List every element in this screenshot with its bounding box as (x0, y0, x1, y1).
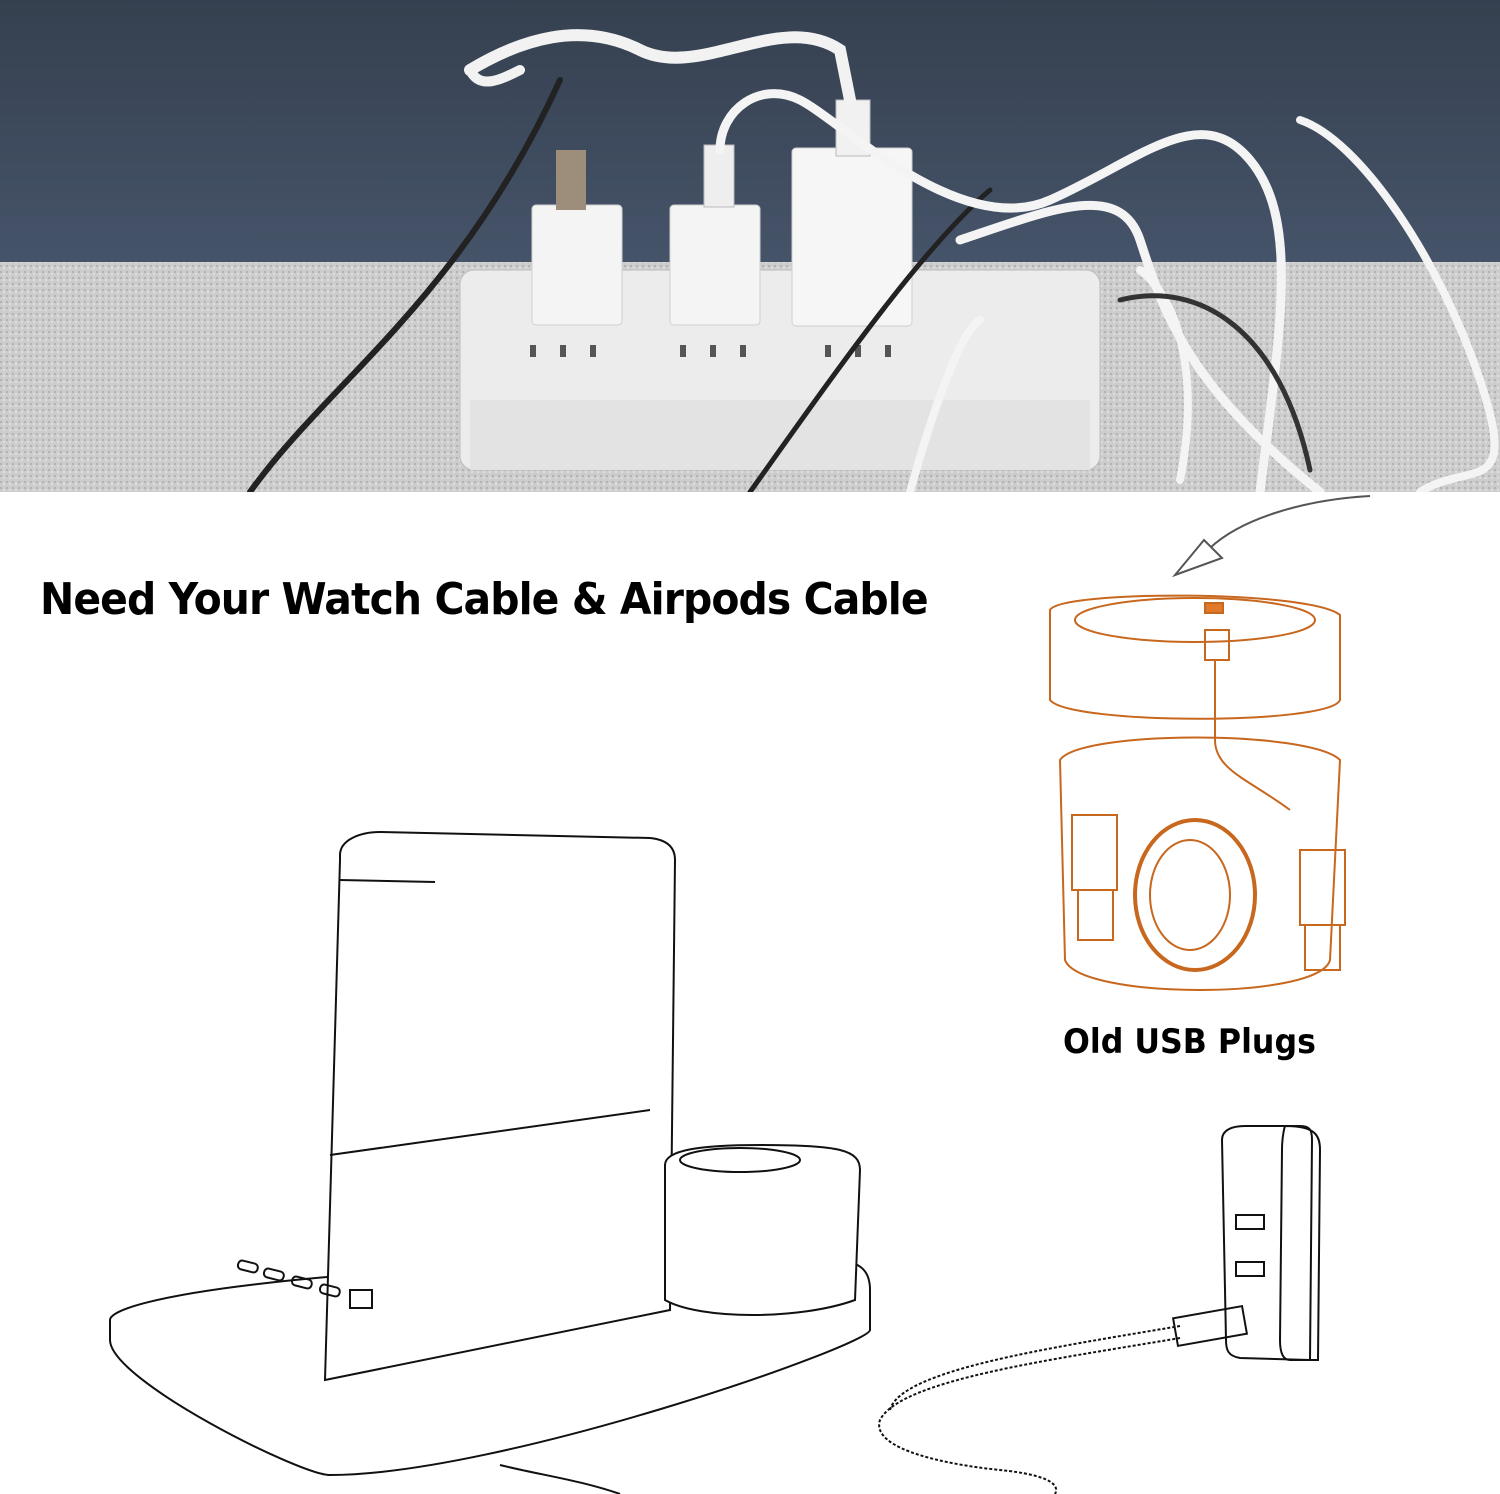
charging-dock-illustration (109, 830, 871, 1494)
curved-arrow-icon (1171, 495, 1371, 578)
old-usb-plugs-caption: Old USB Plugs (1063, 1022, 1316, 1062)
photo-illustration (0, 0, 1500, 492)
wall-adapter-illustration (878, 1125, 1322, 1494)
headline: Need Your Watch Cable & Airpods Cable (40, 574, 929, 625)
tangled-cables-photo (0, 0, 1500, 492)
cable-organizer-illustration (1049, 594, 1346, 991)
